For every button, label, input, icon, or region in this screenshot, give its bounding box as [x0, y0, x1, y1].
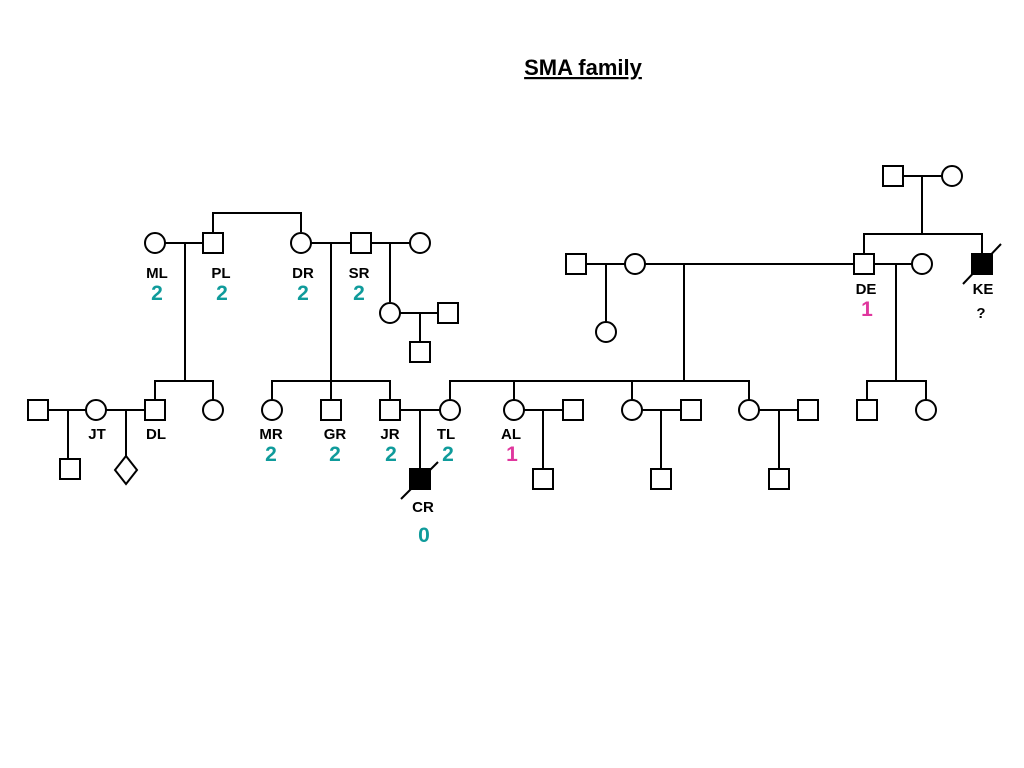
female-symbol-tl-mother [624, 253, 646, 275]
female-symbol-jt [85, 399, 107, 421]
female-symbol-dr [290, 232, 312, 254]
female-symbol-mr [261, 399, 283, 421]
label-ml: ML [146, 265, 168, 282]
value-jr: 2 [385, 443, 397, 466]
diamond-symbol-jt-dl-child [113, 454, 139, 486]
sibship-line-de-children [866, 380, 927, 400]
label-jr: JR [380, 426, 399, 443]
female-symbol-top [941, 165, 963, 187]
female-symbol-tl [439, 399, 461, 421]
female-symbol-sib-4 [621, 399, 643, 421]
value-sr: 2 [353, 282, 365, 305]
label-cr: CR [412, 499, 434, 516]
male-symbol-sr-grandchild [409, 341, 431, 363]
name-labels: ML PL DR SR JT DL MR GR JR TL AL CR DE K… [88, 265, 993, 516]
value-ke: ? [976, 305, 985, 322]
sibship-line-tl-al [449, 380, 750, 400]
value-tl: 2 [442, 443, 454, 466]
male-symbol-pl [202, 232, 224, 254]
male-symbol-sib-5-spouse [797, 399, 819, 421]
male-symbol-gr [320, 399, 342, 421]
pedigree-lines [48, 175, 1002, 500]
label-dr: DR [292, 265, 314, 282]
male-symbol-left-couple [565, 253, 587, 275]
female-symbol-de-wife-2 [911, 253, 933, 275]
male-symbol-sr-child-spouse [437, 302, 459, 324]
female-symbol-ml [144, 232, 166, 254]
male-symbol-de [853, 253, 875, 275]
male-symbol-jt-spouse-1 [27, 399, 49, 421]
male-symbol-dl [144, 399, 166, 421]
male-symbol-sib-4-spouse [680, 399, 702, 421]
male-symbol-al-spouse [562, 399, 584, 421]
label-tl: TL [437, 426, 455, 443]
sibship-line-pl-dr [212, 212, 302, 232]
affected-male-symbol-ke [971, 253, 993, 275]
value-ml: 2 [151, 282, 163, 305]
male-symbol-de-child [856, 399, 878, 421]
male-symbol-al-child [532, 468, 554, 490]
male-symbol-sib-5-child [768, 468, 790, 490]
label-gr: GR [324, 426, 347, 443]
female-symbol-dl-sib [202, 399, 224, 421]
female-symbol-sr-child [379, 302, 401, 324]
value-gr: 2 [329, 443, 341, 466]
label-dl: DL [146, 426, 166, 443]
female-symbol-de-child [915, 399, 937, 421]
affected-male-symbol-cr [409, 468, 431, 490]
sibship-line-dl [154, 380, 214, 400]
value-al: 1 [506, 443, 518, 466]
value-pl: 2 [216, 282, 228, 305]
male-symbol-sr [350, 232, 372, 254]
female-symbol-sib-5 [738, 399, 760, 421]
female-symbol-sr-wife-2 [409, 232, 431, 254]
female-symbol-left-child [595, 321, 617, 343]
male-symbol-jt-child [59, 458, 81, 480]
sibship-line-de-ke [863, 233, 983, 254]
label-al: AL [501, 426, 521, 443]
female-symbol-al [503, 399, 525, 421]
label-ke: KE [973, 281, 994, 298]
label-mr: MR [259, 426, 282, 443]
chart-title: SMA family [524, 55, 643, 80]
label-sr: SR [349, 265, 370, 282]
value-de: 1 [861, 298, 873, 321]
label-jt: JT [88, 426, 106, 443]
label-pl: PL [211, 265, 230, 282]
male-symbol-sib-4-child [650, 468, 672, 490]
male-symbol-jr [379, 399, 401, 421]
value-mr: 2 [265, 443, 277, 466]
value-cr: 0 [418, 524, 430, 547]
male-symbol-top [882, 165, 904, 187]
label-de: DE [856, 281, 877, 298]
copy-number-labels: 2 2 2 2 2 2 2 2 1 0 1 ? [151, 282, 985, 547]
value-dr: 2 [297, 282, 309, 305]
pedigree-individuals [27, 165, 993, 490]
